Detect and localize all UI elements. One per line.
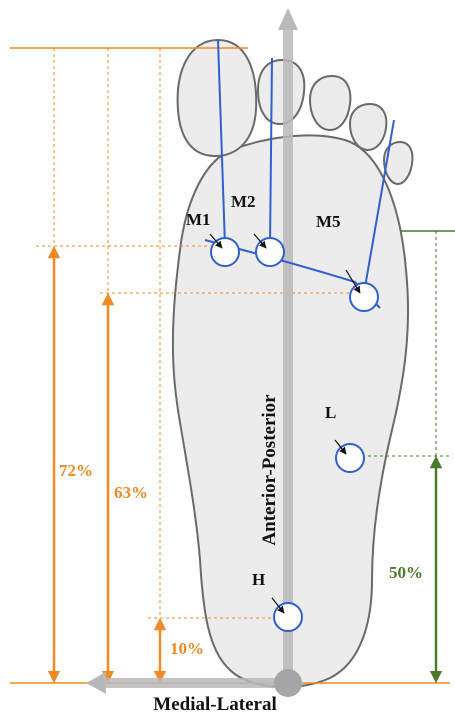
axis-origin bbox=[274, 669, 302, 697]
medial-lateral-axis-shaft bbox=[104, 678, 288, 688]
m2-sensor-circle bbox=[256, 238, 284, 266]
fourth-toe bbox=[350, 104, 386, 150]
h-label: H bbox=[252, 570, 265, 589]
second-toe bbox=[258, 60, 304, 124]
h-sensor-circle bbox=[274, 603, 302, 631]
m2-label: M2 bbox=[231, 192, 256, 211]
m1-sensor-circle bbox=[211, 238, 239, 266]
medial-lateral-label: Medial-Lateral bbox=[153, 694, 276, 715]
big-toe bbox=[178, 40, 257, 156]
l-sensor-circle bbox=[336, 444, 364, 472]
third-toe bbox=[310, 76, 350, 130]
anterior-posterior-label: Anterior-Posterior bbox=[259, 394, 280, 546]
m5-label: M5 bbox=[316, 212, 341, 231]
medial-lateral-axis-arrowhead bbox=[86, 672, 106, 694]
label-72-percent: 72% bbox=[59, 461, 93, 480]
label-50-percent: 50% bbox=[389, 563, 423, 582]
m1-label: M1 bbox=[186, 210, 211, 229]
anterior-posterior-axis-shaft bbox=[283, 28, 293, 683]
label-63-percent: 63% bbox=[114, 483, 148, 502]
l-label: L bbox=[325, 403, 336, 422]
m5-sensor-circle bbox=[350, 283, 378, 311]
label-10-percent: 10% bbox=[170, 639, 204, 658]
anterior-posterior-axis-arrowhead bbox=[278, 8, 298, 30]
